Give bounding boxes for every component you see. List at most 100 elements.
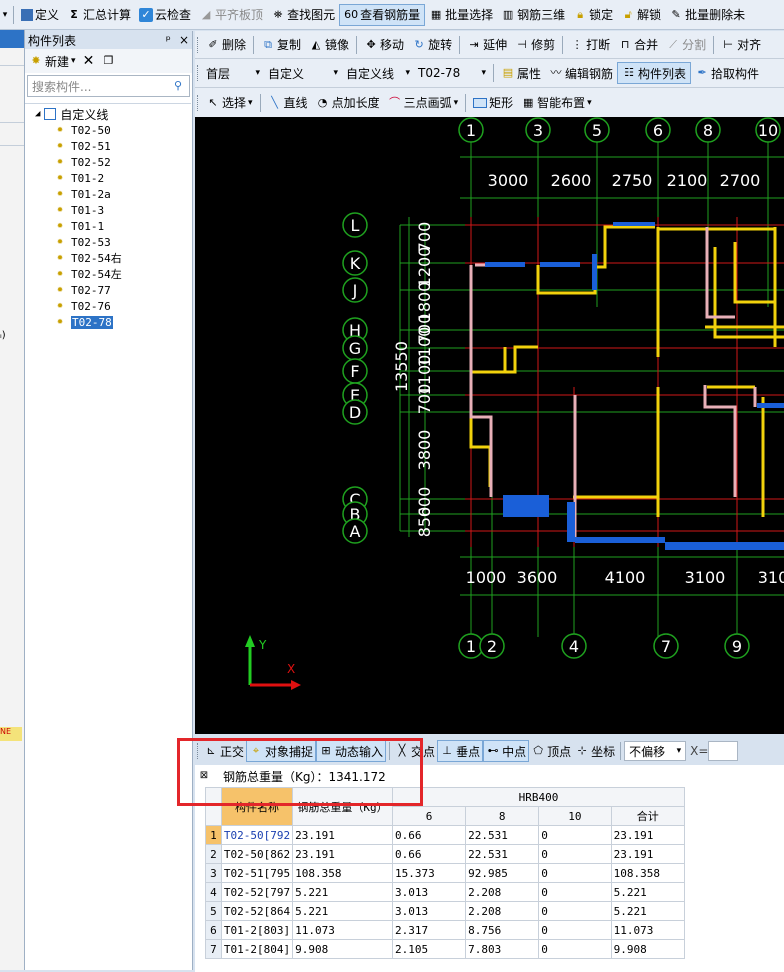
floor-select[interactable]: 首层▾ bbox=[206, 66, 260, 81]
search-icon[interactable]: ⚲ bbox=[173, 79, 183, 92]
align-button[interactable]: ⊢对齐 bbox=[717, 34, 765, 56]
top-dimension: 2600 bbox=[551, 171, 592, 190]
component-icon: ✹ bbox=[56, 124, 64, 135]
pick-component-button[interactable]: ✒拾取构件 bbox=[691, 62, 763, 84]
three-point-arc-tool[interactable]: ⌒三点画弧▾ bbox=[389, 95, 459, 111]
find-element-button[interactable]: ⛯查找图元 bbox=[267, 4, 339, 26]
delete-button[interactable]: ✐删除 bbox=[202, 34, 250, 56]
lock-button[interactable]: 🔒︎锁定 bbox=[569, 4, 617, 26]
pin-icon[interactable]: ᵖ bbox=[165, 33, 171, 47]
merge-button[interactable]: ⊓合并 bbox=[614, 34, 662, 56]
tree-item[interactable]: ✹T01-2a bbox=[53, 186, 111, 202]
component-list-button[interactable]: ☷构件列表 bbox=[617, 62, 692, 84]
midpoint-icon: ⊷ bbox=[487, 744, 499, 757]
copy-icon[interactable]: ❐ bbox=[103, 54, 114, 67]
batch-delete-button[interactable]: ✎批量删除未 bbox=[665, 4, 749, 26]
object-snap-toggle[interactable]: ⌖对象捕捉 bbox=[246, 740, 317, 762]
rebar-3d-button[interactable]: ▥钢筋三维 bbox=[502, 7, 566, 23]
tree-item[interactable]: ✹T02-78 bbox=[53, 314, 113, 330]
subtype-select[interactable]: 自定义线▾ bbox=[346, 66, 410, 81]
cell-name: T02-52[864 bbox=[220, 901, 294, 921]
search-input[interactable]: 搜索构件... ⚲ bbox=[27, 75, 190, 97]
smart-layout-tool[interactable]: ▦智能布置▾ bbox=[522, 95, 592, 111]
select-tool[interactable]: ↖选择▾ bbox=[202, 92, 257, 114]
move-button[interactable]: ✥移动 bbox=[360, 34, 408, 56]
tree-item[interactable]: ✹T01-2 bbox=[53, 170, 104, 186]
tree-item[interactable]: ✹T02-54左 bbox=[53, 266, 122, 282]
coordinate-snap[interactable]: ⊹坐标 bbox=[573, 740, 617, 762]
split-button[interactable]: ⟋分割 bbox=[662, 34, 710, 56]
column-header-sum[interactable]: 合计 bbox=[610, 806, 686, 826]
x-coordinate-input[interactable] bbox=[708, 741, 739, 761]
sigma-icon: Σ bbox=[70, 7, 78, 21]
properties-button[interactable]: ▤属性 bbox=[502, 66, 542, 81]
tree-item[interactable]: ✹T02-52 bbox=[53, 154, 111, 170]
define-button[interactable]: 定义 bbox=[17, 4, 63, 26]
collapse-icon[interactable]: ◢ bbox=[35, 109, 41, 119]
column-header-d6[interactable]: 6 bbox=[391, 806, 467, 826]
rectangle-tool[interactable]: 矩形 bbox=[469, 92, 517, 114]
column-header-d8[interactable]: 8 bbox=[465, 806, 540, 826]
close-icon[interactable]: × bbox=[178, 33, 189, 47]
ortho-toggle[interactable]: ⊾正交 bbox=[202, 740, 246, 762]
edit-rebar-button[interactable]: 〰编辑钢筋 bbox=[550, 66, 614, 81]
column-header-d10[interactable]: 10 bbox=[538, 806, 612, 826]
clipped-text: ᵢ) bbox=[0, 330, 6, 341]
type-select[interactable]: 自定义▾ bbox=[268, 66, 338, 81]
layer-toolbar: 首层▾ 自定义▾ 自定义线▾ T02-78▾ ▤属性 〰编辑钢筋 ☷构件列表 ✒… bbox=[195, 59, 784, 88]
tree-item[interactable]: ✹T02-50 bbox=[53, 122, 111, 138]
copy-button[interactable]: ⧉复制 bbox=[257, 34, 305, 56]
tree-item[interactable]: ✹T02-51 bbox=[53, 138, 111, 154]
cell-d8: 8.756 bbox=[465, 920, 540, 940]
break-button[interactable]: ⋮打断 bbox=[571, 37, 611, 53]
perpendicular-snap[interactable]: ⊥垂点 bbox=[437, 740, 484, 762]
trim-button[interactable]: ⊣修剪 bbox=[511, 34, 559, 56]
cell-sum: 108.358 bbox=[610, 863, 686, 883]
vertex-snap[interactable]: ⬠顶点 bbox=[529, 740, 573, 762]
align-slab-top-button[interactable]: ◢平齐板顶 bbox=[195, 4, 267, 26]
copy-icon: ⧉ bbox=[264, 37, 272, 51]
tree-root[interactable]: ◢ 自定义线 bbox=[35, 107, 109, 122]
component-icon: ✹ bbox=[56, 188, 64, 199]
tree-item[interactable]: ✹T02-76 bbox=[53, 298, 111, 314]
cell-name: T02-51[795 bbox=[220, 863, 294, 883]
point-length-tool[interactable]: ◔点加长度 bbox=[312, 92, 384, 114]
eyedropper-icon: ✒ bbox=[697, 66, 707, 79]
component-select[interactable]: T02-78▾ bbox=[418, 66, 486, 80]
mirror-button[interactable]: ◭镜像 bbox=[305, 34, 353, 56]
unlock-button[interactable]: 🔓︎解锁 bbox=[617, 4, 665, 26]
left-dimension: 700 bbox=[415, 314, 434, 345]
new-component-button[interactable]: ✸新建▾ bbox=[29, 50, 75, 72]
delete-icon[interactable]: ✕ bbox=[82, 53, 95, 69]
chevron-down-icon[interactable]: ▾ bbox=[2, 9, 8, 20]
tree-item[interactable]: ✹T02-53 bbox=[53, 234, 111, 250]
column-header-total[interactable]: 钢筋总重量（Kg） bbox=[292, 787, 393, 826]
tree-item[interactable]: ✹T02-54右 bbox=[53, 250, 122, 266]
tree-item[interactable]: ✹T01-3 bbox=[53, 202, 104, 218]
line-tool[interactable]: ╲直线 bbox=[264, 92, 312, 114]
rotate-button[interactable]: ↻旋转 bbox=[408, 34, 456, 56]
offset-select[interactable]: 不偏移▾ bbox=[624, 741, 687, 761]
tree-item[interactable]: ✹T01-1 bbox=[53, 218, 104, 234]
intersection-snap[interactable]: ╳交点 bbox=[393, 740, 437, 762]
batch-select-button[interactable]: ▦批量选择 bbox=[430, 7, 494, 23]
tree-item[interactable]: ✹T02-77 bbox=[53, 282, 111, 298]
extend-button[interactable]: ⇥延伸 bbox=[463, 34, 511, 56]
midpoint-snap[interactable]: ⊷中点 bbox=[483, 740, 530, 762]
x-coordinate-label: X= bbox=[690, 744, 709, 758]
cloud-check-button[interactable]: ✓云检查 bbox=[135, 4, 195, 26]
dynamic-input-toggle[interactable]: ⊞动态输入 bbox=[316, 740, 387, 762]
component-icon: ✹ bbox=[56, 268, 64, 279]
export-icon[interactable]: ⊠ bbox=[199, 770, 209, 781]
